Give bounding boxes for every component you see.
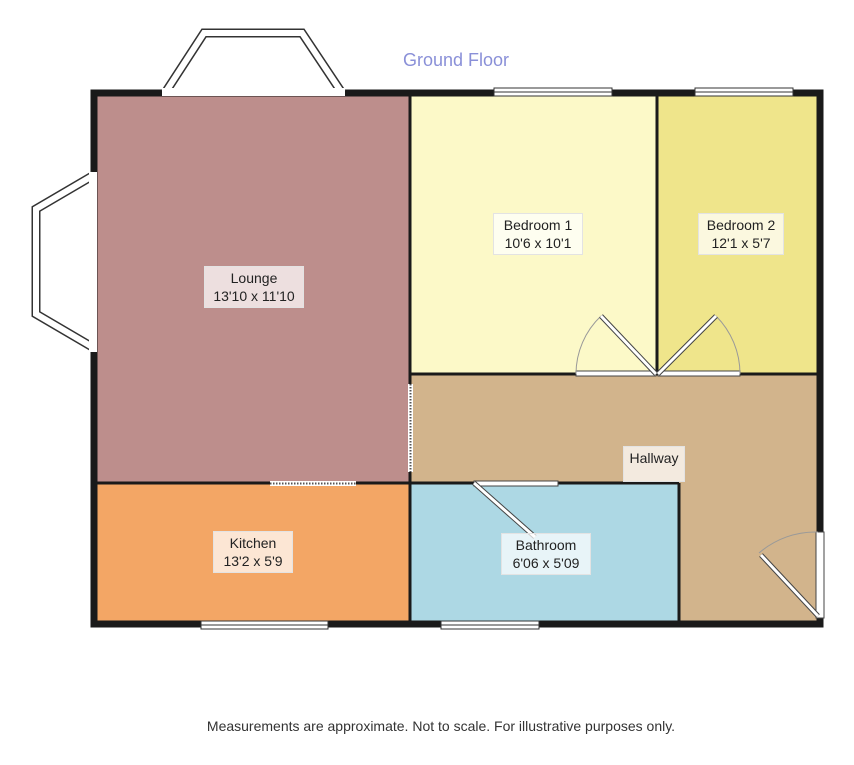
bedroom1-dims: 10'6 x 10'1 <box>504 235 572 251</box>
bay-window-left <box>31 171 97 352</box>
hallway-label: Hallway <box>623 446 685 482</box>
windows <box>200 87 794 630</box>
bedroom1-name: Bedroom 1 <box>503 217 573 233</box>
hallway-name: Hallway <box>629 450 679 466</box>
bedroom2-name: Bedroom 2 <box>706 217 776 233</box>
kitchen-label: Kitchen 13'2 x 5'9 <box>213 531 293 573</box>
hallway-room-lower <box>679 483 820 624</box>
kitchen-dims: 13'2 x 5'9 <box>223 553 283 569</box>
disclaimer: Measurements are approximate. Not to sca… <box>206 718 676 734</box>
bedroom2-label: Bedroom 2 12'1 x 5'7 <box>698 213 784 255</box>
window-bathroom <box>440 620 540 630</box>
bathroom-label: Bathroom 6'06 x 5'09 <box>501 533 591 575</box>
kitchen-name: Kitchen <box>229 535 277 551</box>
lounge-name: Lounge <box>230 270 278 286</box>
doors <box>472 314 825 619</box>
bedroom1-label: Bedroom 1 10'6 x 10'1 <box>493 213 583 255</box>
bedroom2-dims: 12'1 x 5'7 <box>711 235 771 251</box>
openings <box>270 384 413 486</box>
bathroom-dims: 6'06 x 5'09 <box>512 555 580 571</box>
bay-window-top <box>161 28 346 96</box>
hallway-room <box>410 374 820 483</box>
window-kitchen <box>200 620 329 630</box>
lounge-dims: 13'10 x 11'10 <box>213 288 295 304</box>
floor-title: Ground Floor <box>402 50 510 70</box>
window-bedroom2 <box>694 87 794 97</box>
window-bedroom1 <box>493 87 613 97</box>
bathroom-name: Bathroom <box>515 537 577 553</box>
lounge-label: Lounge 13'10 x 11'10 <box>204 266 304 308</box>
hallway-dims <box>628 467 680 479</box>
